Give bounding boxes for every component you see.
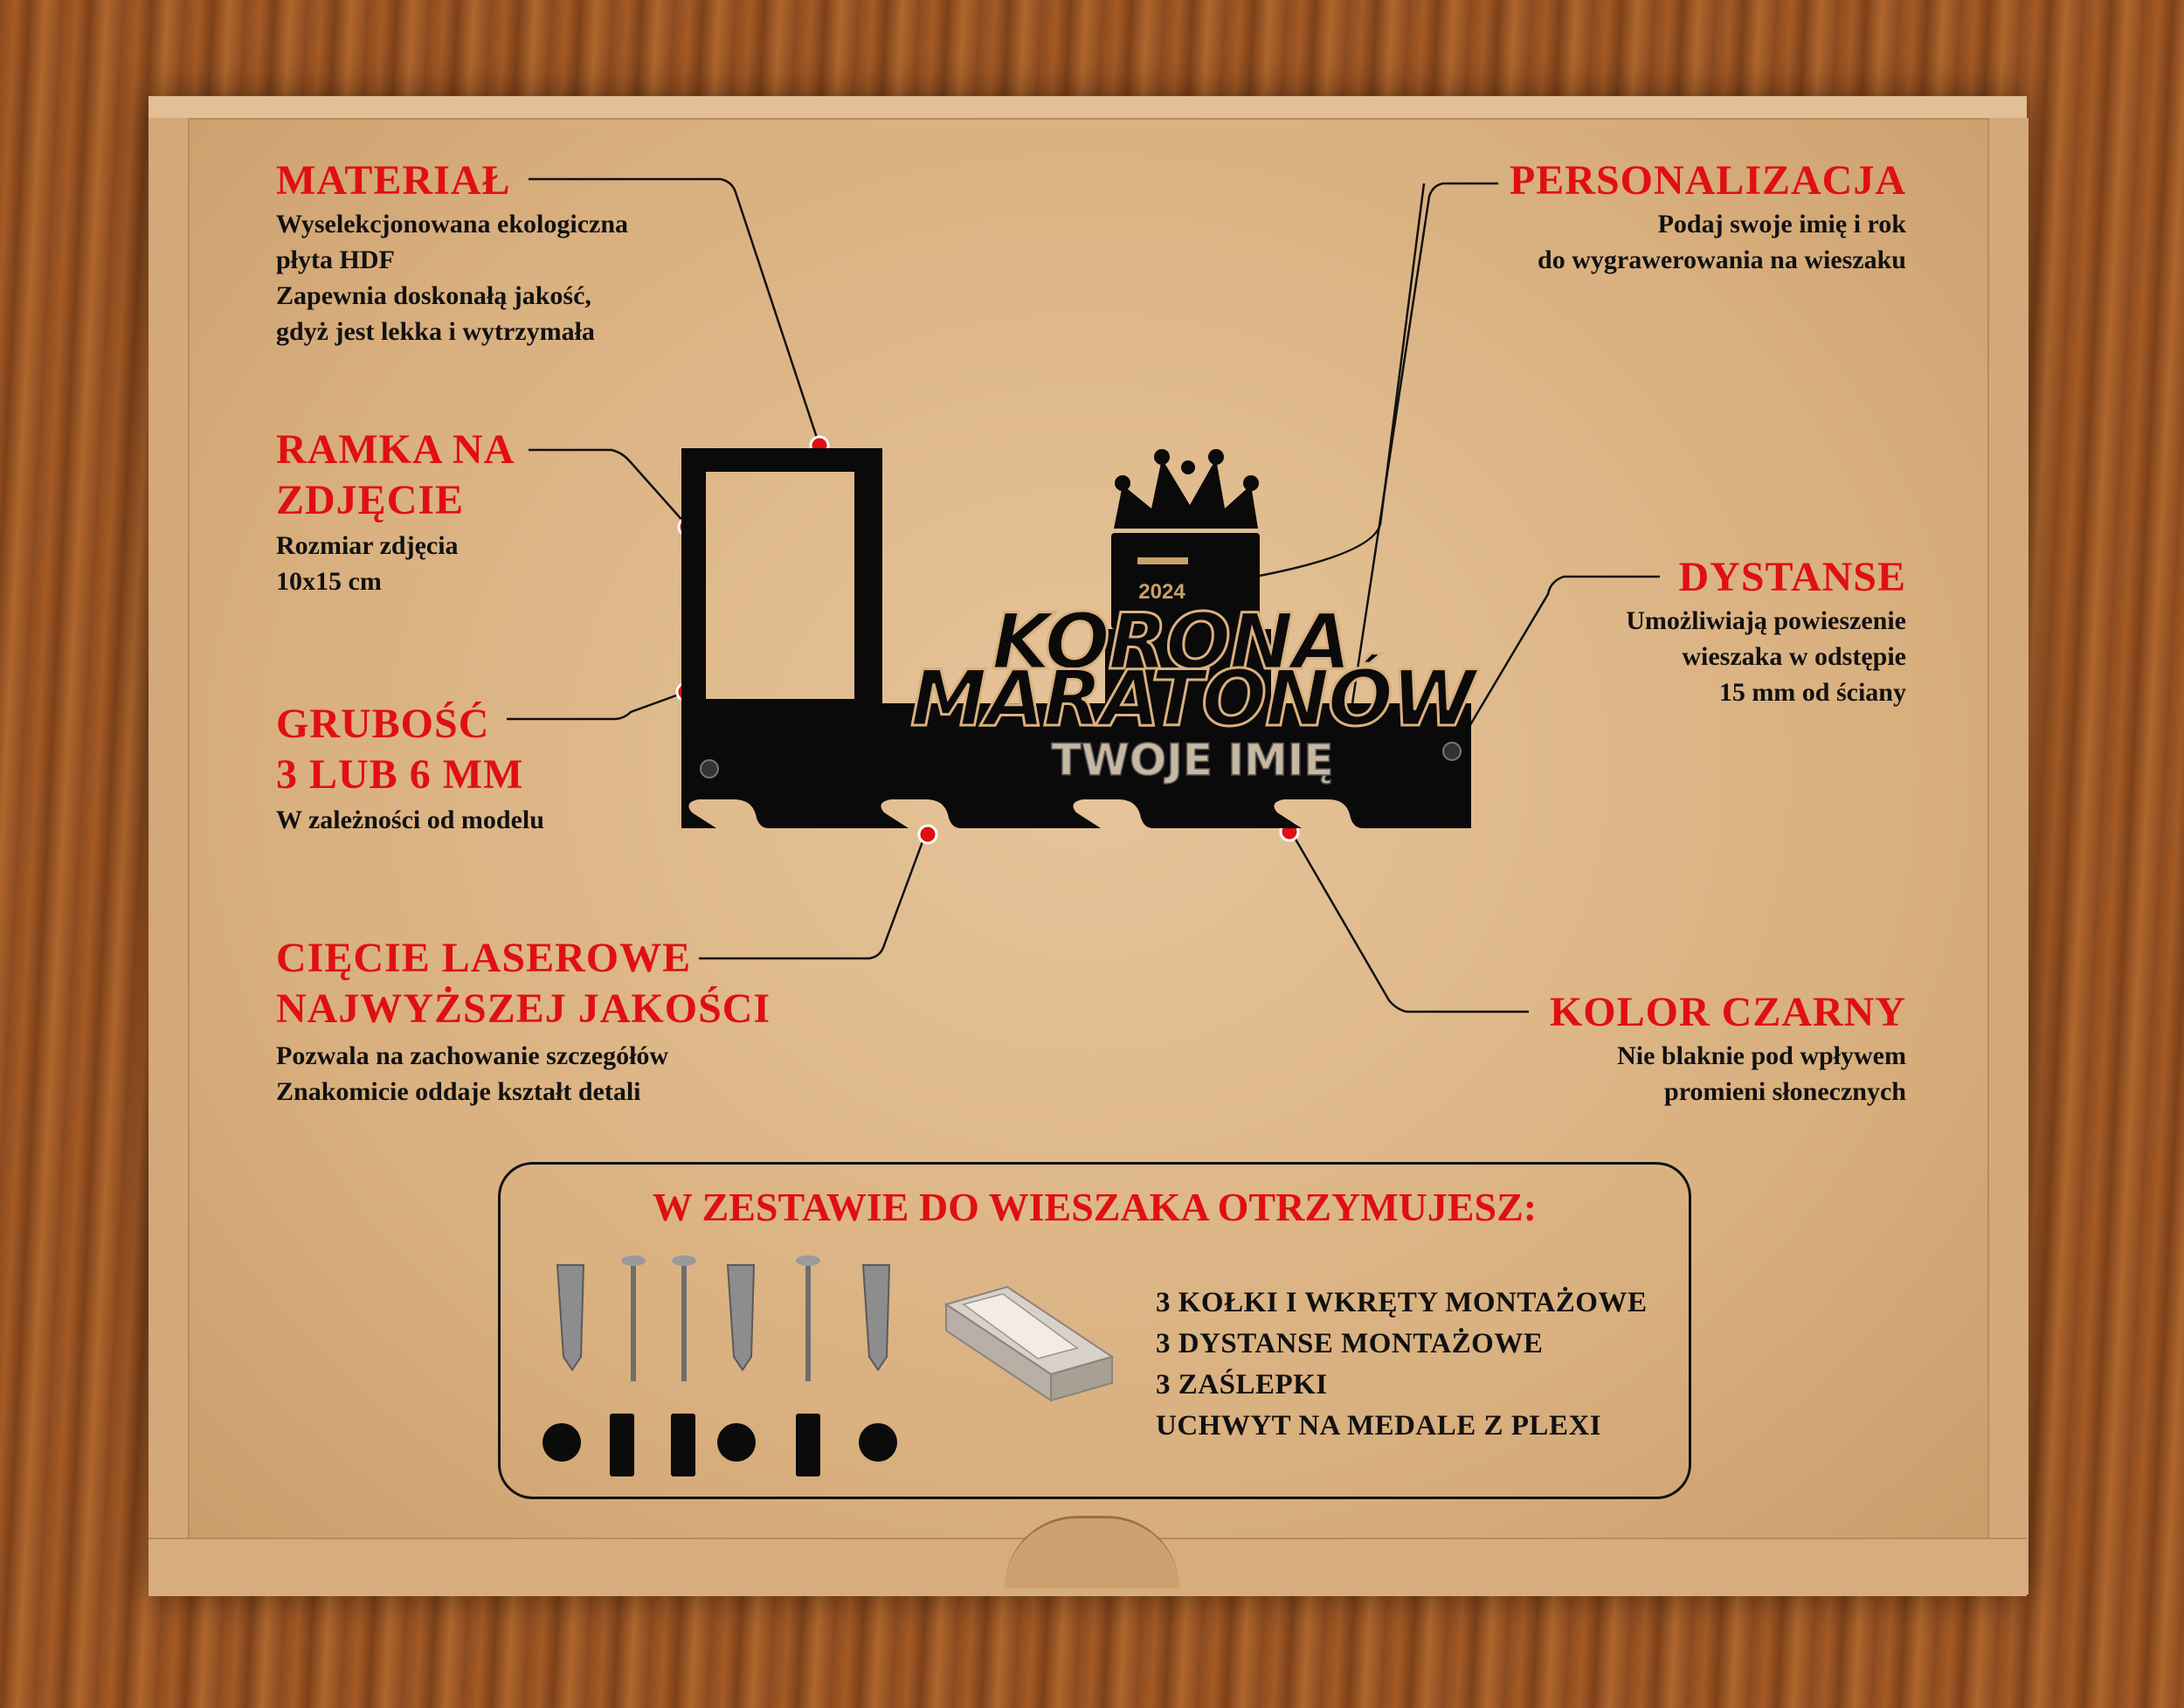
kit-item: 3 KOŁKI I WKRĘTY MONTAŻOWE xyxy=(1156,1287,1648,1318)
kit-title: W ZESTAWIE DO WIESZAKA OTRZYMUJESZ: xyxy=(652,1185,1538,1229)
screw-icon xyxy=(631,1262,811,1381)
product-year: 2024 xyxy=(1138,580,1185,604)
callout-personalizacja-heading: PERSONALIZACJA xyxy=(1509,157,1906,204)
screw-icon xyxy=(700,742,1462,778)
callout-ciecie-heading: CIĘCIE LASEROWE NAJWYŻSZEJ JAKOŚCI xyxy=(276,933,771,1034)
heading-line: 3 LUB 6 MM xyxy=(276,751,524,798)
desc-line: 10x15 cm xyxy=(276,567,382,596)
hanger-base xyxy=(681,703,1471,828)
desc-line: Umożliwiają powieszenie xyxy=(1626,606,1906,635)
callout-ciecie-desc: Pozwala na zachowanie szczegółów Znakomi… xyxy=(276,1038,668,1110)
callout-kolor-desc: Nie blaknie pod wpływem promieni słonecz… xyxy=(1617,1038,1906,1110)
desc-line: Wyselekcjonowana ekologiczna xyxy=(276,210,629,239)
desc-line: 15 mm od ściany xyxy=(1718,678,1906,707)
screw-head-icon xyxy=(621,1255,820,1266)
end-cap-icon xyxy=(543,1423,897,1462)
callout-grubosc-desc: W zależności od modelu xyxy=(276,802,544,838)
callout-grubosc-heading: GRUBOŚĆ 3 LUB 6 MM xyxy=(276,699,523,800)
desc-line: płyta HDF xyxy=(276,245,395,274)
box-top-flap xyxy=(149,96,2027,120)
box-left-flap xyxy=(149,118,190,1594)
desc-line: Rozmiar zdjęcia xyxy=(276,531,459,560)
box-right-flap xyxy=(1987,118,2028,1594)
callout-material-heading: MATERIAŁ xyxy=(276,157,511,204)
plexi-holder-icon xyxy=(943,1285,1115,1402)
kit-parts-illustration xyxy=(543,1255,1115,1476)
callout-dystanse-heading: DYSTANSE xyxy=(1678,554,1906,600)
dot-ciecie xyxy=(917,824,938,845)
desc-line: Zapewnia doskonałą jakość, xyxy=(276,281,591,310)
product-name: TWOJE IMIĘ xyxy=(1051,735,1333,785)
desc-line: W zależności od modelu xyxy=(276,806,544,834)
kit-item: 3 DYSTANSE MONTAŻOWE xyxy=(1156,1328,1544,1359)
product-line2: MARATONÓW xyxy=(910,653,1479,743)
desc-line: promieni słonecznych xyxy=(1664,1077,1906,1106)
kit-items-list: 3 KOŁKI I WKRĘTY MONTAŻOWE 3 DYSTANSE MO… xyxy=(1156,1283,1647,1447)
callout-kolor-heading: KOLOR CZARNY xyxy=(1549,989,1906,1035)
desc-line: wieszaka w odstępie xyxy=(1682,642,1906,671)
heading-line: GRUBOŚĆ xyxy=(276,701,490,747)
desc-line: Nie blaknie pod wpływem xyxy=(1617,1041,1906,1070)
callout-dystanse-desc: Umożliwiają powieszenie wieszaka w odstę… xyxy=(1626,603,1906,710)
callout-ramka-heading: RAMKA NA ZDJĘCIE xyxy=(276,425,515,526)
callout-personalizacja-desc: Podaj swoje imię i rok do wygrawerowania… xyxy=(1538,206,1906,278)
kit-panel: W ZESTAWIE DO WIESZAKA OTRZYMUJESZ: xyxy=(498,1162,1691,1499)
desc-line: gdyż jest lekka i wytrzymała xyxy=(276,317,595,346)
crown-band xyxy=(1111,533,1260,629)
heading-line: ZDJĘCIE xyxy=(276,477,465,523)
wall-plug-icon xyxy=(556,1264,891,1372)
heading-line: NAJWYŻSZEJ JAKOŚCI xyxy=(276,985,771,1032)
callout-ramka-desc: Rozmiar zdjęcia 10x15 cm xyxy=(276,528,459,599)
heading-line: RAMKA NA xyxy=(276,426,515,473)
callout-material-desc: Wyselekcjonowana ekologiczna płyta HDF Z… xyxy=(276,206,628,349)
kit-item: 3 ZAŚLEPKI xyxy=(1156,1369,1328,1400)
kit-item: UCHWYT NA MEDALE Z PLEXI xyxy=(1156,1410,1602,1442)
product-line1: KORONA xyxy=(992,597,1350,687)
desc-line: Znakomicie oddaje kształt detali xyxy=(276,1077,641,1106)
desc-line: do wygrawerowania na wieszaku xyxy=(1538,245,1906,274)
spacer-icon xyxy=(610,1414,820,1476)
desc-line: Pozwala na zachowanie szczegółów xyxy=(276,1041,669,1070)
photo-frame xyxy=(681,448,882,703)
desc-line: Podaj swoje imię i rok xyxy=(1657,210,1906,239)
crown-icon xyxy=(1114,459,1258,529)
heading-line: CIĘCIE LASEROWE xyxy=(276,935,692,981)
